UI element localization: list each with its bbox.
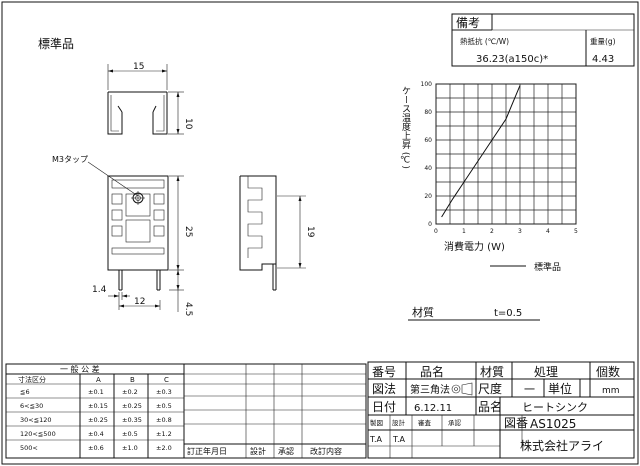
chart-y-tick-label: 40 [424, 165, 432, 172]
chart-x-tick-label: 1 [462, 228, 466, 235]
chart-y-tick-label: 80 [424, 109, 432, 116]
dim-1-4-label: 1.4 [92, 285, 107, 295]
chart-x-tick-label: 5 [574, 228, 578, 235]
dim-15-label: 15 [133, 62, 144, 72]
tolerance-cell: ±0.5 [122, 430, 138, 438]
tolerance-cell: ±0.1 [88, 388, 104, 396]
chart-x-tick-label: 0 [434, 228, 438, 235]
chart-y-tick-label: 60 [424, 137, 432, 144]
top-view: 15 10 [107, 62, 193, 135]
tolerance-cell: ±0.3 [156, 388, 172, 396]
tolerance-cell: ±1.2 [156, 430, 172, 438]
tolerance-header-cell: 寸法区分 [18, 375, 46, 384]
material-note: 材質 t=0.5 [408, 305, 540, 321]
tolerance-cell: 500< [20, 444, 38, 452]
tb-name-label: 品名 [420, 364, 444, 379]
front-view: M3タップ 25 4.5 [52, 155, 193, 316]
tb-material-label: 材質 [480, 364, 504, 379]
weight-label: 重量(g) [590, 37, 616, 46]
chart-y-tick-label: 20 [424, 193, 432, 200]
revision-history: 訂正年月日 設計 承認 改訂内容 [183, 363, 367, 459]
standard-product-label: 標準品 [38, 36, 74, 51]
chart-x-tick-label: 3 [518, 228, 522, 235]
chart-series-line [441, 85, 521, 218]
dim-4-5-label: 4.5 [183, 302, 193, 316]
revision-date-header: 訂正年月日 [187, 446, 227, 456]
tb-scale-value: 一 [524, 383, 535, 396]
dim-25-label: 25 [183, 226, 193, 237]
revision-design-header: 設計 [250, 446, 266, 456]
tolerance-cell: ≦6 [20, 388, 30, 396]
tolerance-cell: ±0.5 [156, 402, 172, 410]
remarks-box: 備考 熱抵抗 (℃/W) 36.23(a150c)* 重量(g) 4.43 [451, 13, 635, 67]
tb-finish-label: 処理 [534, 365, 558, 379]
dim-10-label: 10 [183, 118, 193, 130]
legend-label: 標準品 [534, 261, 561, 273]
tb-scale-label: 尺度 [478, 381, 502, 396]
material-note-value: t=0.5 [494, 308, 522, 319]
tb-date-value: 6.12.11 [414, 403, 452, 414]
tolerance-header-cell: C [164, 376, 169, 384]
general-tolerance-table: 一 般 公 差 寸法区分 A B C ≦6 ±0.1 ±0.2 ±0.3 6<≦30 ±0.15… [5, 363, 185, 459]
tolerance-cell: ±0.6 [88, 444, 104, 452]
tb-unit-value: mm [602, 386, 620, 396]
temperature-rise-chart: ケース温度上昇 (℃) 消費電力 (W) 標準品 0 1 2 3 4 5 0 20 40 60 80… [400, 81, 578, 273]
dim-12-label: 12 [134, 297, 145, 307]
chart-y-label: ケース温度上昇 (℃) [400, 86, 411, 169]
tolerance-header-cell: B [130, 376, 135, 384]
tb-qty-label: 個数 [596, 364, 620, 379]
tb-part-name-value: ヒートシンク [522, 401, 588, 414]
side-view: 19 [239, 175, 315, 291]
tolerance-cell: 30<≦120 [20, 416, 52, 424]
tb-date-label: 日付 [372, 400, 396, 414]
tb-sign-drafter: T.A [369, 435, 382, 444]
tolerance-cell: ±0.25 [88, 416, 108, 424]
tolerance-cell: ±1.0 [122, 444, 138, 452]
thermal-resistance-label: 熱抵抗 (℃/W) [460, 36, 509, 46]
thermal-resistance-value: 36.23(a150c)* [476, 54, 548, 65]
chart-x-tick-label: 2 [490, 228, 494, 235]
tb-check-label: 審査 [418, 418, 432, 427]
dim-19-label: 19 [305, 226, 315, 238]
tolerance-cell: ±0.15 [88, 402, 108, 410]
tolerance-cell: ±0.2 [122, 388, 138, 396]
tolerance-cell: 6<≦30 [20, 402, 43, 410]
third-angle-symbol [451, 384, 461, 394]
tolerance-title: 一 般 公 差 [60, 364, 100, 374]
tolerance-cell: ±0.4 [88, 430, 104, 438]
tolerance-cell: ±0.8 [156, 416, 172, 424]
tb-drawing-no-value: AS1025 [530, 417, 576, 431]
tb-number-label: 番号 [372, 365, 396, 379]
remarks-title: 備考 [456, 15, 480, 30]
tb-design-label: 設計 [392, 418, 406, 427]
chart-y-tick-label: 100 [421, 81, 433, 88]
tb-unit-label: 単位 [548, 381, 572, 396]
chart-y-tick-label: 0 [428, 221, 432, 228]
tb-method-value: 第三角法 [410, 383, 450, 396]
m3-tap-label: M3タップ [52, 155, 88, 164]
revision-approve-header: 承認 [278, 446, 294, 456]
tb-company: 株式会社アライ [520, 438, 604, 453]
title-block: 番号 品名 材質 処理 個数 図法 第三角法 尺度 一 単位 mm 日付 6.1… [367, 361, 635, 459]
tolerance-cell: 120<≦500 [20, 430, 56, 438]
tolerance-cell: ±0.25 [122, 402, 142, 410]
tb-drafter-label: 製図 [370, 418, 383, 427]
chart-x-label: 消費電力 (W) [444, 240, 505, 253]
revision-content-header: 改訂内容 [310, 446, 342, 456]
chart-x-tick-label: 4 [546, 228, 550, 235]
weight-value: 4.43 [592, 54, 614, 65]
tb-drawing-no-label: 図番 [504, 416, 528, 430]
tb-approve-label: 承認 [448, 418, 462, 427]
tolerance-cell: ±0.35 [122, 416, 142, 424]
tolerance-cell: ±2.0 [156, 444, 172, 452]
tolerance-header-cell: A [96, 376, 101, 384]
tb-part-name-label: 品名 [478, 399, 502, 414]
tb-method-label: 図法 [372, 382, 396, 396]
tb-sign-design: T.A [392, 435, 405, 444]
material-note-label: 材質 [412, 305, 434, 319]
